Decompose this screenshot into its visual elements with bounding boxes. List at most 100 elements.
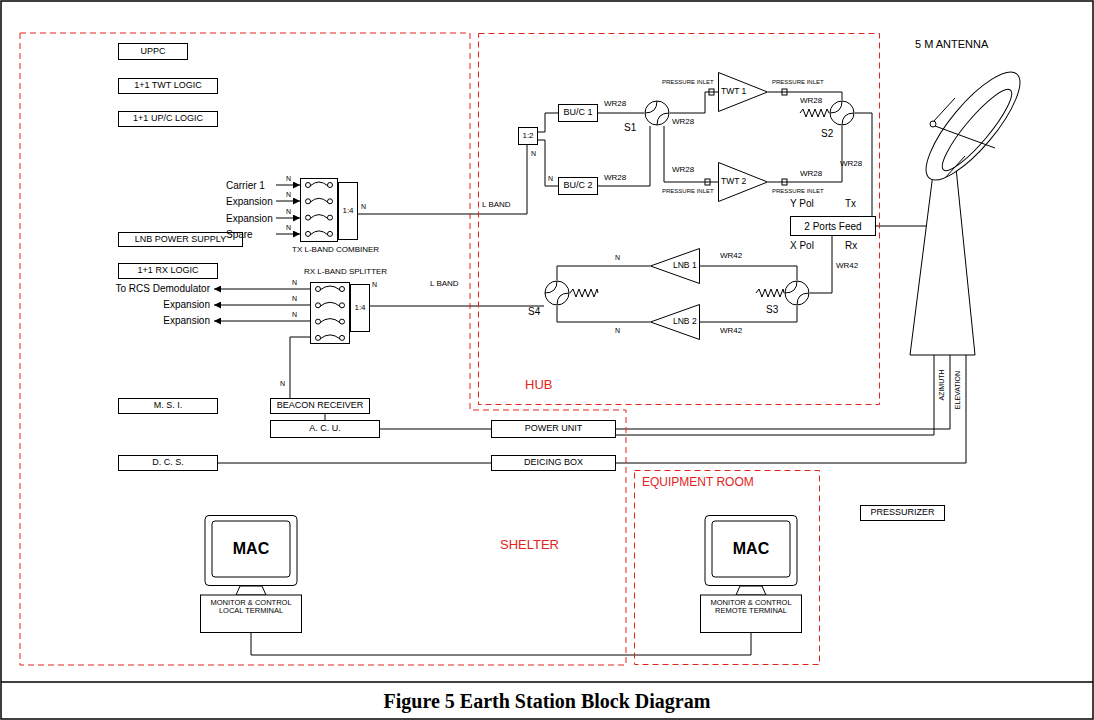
node-label: MAC: [712, 540, 790, 558]
signal-label: Expansion: [163, 315, 210, 326]
signal-label: N: [615, 254, 620, 262]
waveguide-switch: S4: [544, 280, 570, 306]
signal-label: L BAND: [482, 201, 511, 210]
switch-arc: [545, 281, 557, 293]
amplifier-triangle: LNB 1: [650, 248, 700, 284]
node-label: BU/C 2: [563, 181, 592, 191]
pressure-inlets: [705, 89, 787, 185]
signal-label: N: [292, 279, 297, 287]
equipment-box: 1+1 UP/C LOGIC: [118, 111, 218, 127]
switch-contact: [316, 335, 321, 340]
equipment-box: PRESSURIZER: [860, 505, 945, 521]
signal-label: Spare: [226, 229, 253, 240]
connector: [557, 266, 650, 280]
signal-label: AZIMUTH: [938, 369, 946, 400]
signal-label: Carrier 1: [226, 180, 265, 191]
node-label: TWT 1: [721, 87, 746, 96]
switch-contact: [328, 231, 333, 236]
signal-label: N: [531, 150, 536, 158]
monitor-stand: [236, 586, 266, 595]
signal-label: WR28: [800, 170, 822, 179]
node-label: 1:4: [342, 207, 353, 216]
input-arrow: [276, 185, 300, 186]
node-label: 2 Ports Feed: [804, 221, 861, 232]
area-label: SHELTER: [500, 538, 559, 552]
equipment-box: A. C. U.: [270, 420, 380, 438]
monitor-stand: [736, 586, 766, 595]
connector: [358, 145, 527, 214]
signal-label: N: [280, 380, 285, 388]
switch-contact: [316, 287, 321, 292]
node-label: D. C. S.: [152, 458, 184, 468]
signal-label: WR28: [604, 174, 626, 183]
output-arrow: [214, 289, 310, 290]
node-label: POWER UNIT: [525, 424, 583, 434]
equipment-box: 1:4: [338, 182, 358, 240]
node-label: BU/C 1: [563, 108, 592, 118]
connector: [370, 306, 544, 307]
signal-label: Expansion: [163, 299, 210, 310]
equipment-box: 2 Ports Feed: [790, 216, 876, 236]
node-label: 1:2: [522, 132, 533, 141]
control-cable: [616, 355, 934, 435]
node-label: TWT 2: [721, 177, 746, 186]
equipment-box: 1+1 RX LOGIC: [118, 263, 218, 279]
switch-circle: [830, 101, 854, 125]
monitor-case: [705, 516, 797, 586]
switch-blade: [320, 286, 340, 290]
waveguide-switch: S2: [829, 100, 855, 126]
signal-label: N: [286, 224, 291, 232]
dummy-load-coil: [756, 289, 784, 297]
equipment-box: 1:2: [518, 127, 538, 145]
monitor-screen: [212, 521, 290, 577]
signal-label: PRESSURE INLET: [772, 188, 824, 195]
amplifier-outline: [651, 305, 700, 340]
signal-label: ELEVATION: [954, 371, 962, 409]
signal-label: N: [615, 327, 620, 335]
switch-block: [311, 283, 350, 344]
signal-label: WR42: [836, 262, 858, 271]
ant-outline: [885, 38, 1035, 355]
feed-strut: [933, 98, 955, 122]
computer-terminal: MAC MONITOR & CONTROL REMOTE TERMINAL: [700, 515, 802, 633]
switch-contact: [306, 215, 311, 220]
area-label: EQUIPMENT ROOM: [642, 476, 754, 489]
connector: [251, 633, 751, 655]
mac-outline: [200, 515, 302, 633]
signal-label: WR28: [672, 166, 694, 175]
switch-arc: [842, 113, 854, 125]
node-label: MONITOR & CONTROL LOCAL TERMINAL: [202, 599, 300, 616]
signal-label: WR42: [720, 327, 742, 336]
signal-label: PRESSURE INLET: [662, 188, 714, 195]
switch-contact: [306, 199, 311, 204]
monitor-case: [205, 516, 297, 586]
node-label: 1:4: [354, 304, 365, 313]
switch-contact: [306, 231, 311, 236]
node-label: S3: [766, 304, 778, 315]
equipment-box: BU/C 2: [558, 177, 598, 195]
switch-blade: [320, 302, 340, 306]
switch-matrix: RX L-BAND SPLITTER: [310, 282, 350, 344]
switch-arc: [645, 101, 657, 113]
amplifier-triangle: TWT 1: [718, 72, 768, 112]
switch-blade: [310, 182, 328, 186]
switch-contact: [340, 335, 345, 340]
node-label: MONITOR & CONTROL REMOTE TERMINAL: [702, 599, 800, 616]
node-label: S4: [528, 306, 540, 317]
signal-label: N: [372, 281, 377, 289]
dummy-load-coil: [570, 289, 598, 297]
connector: [616, 355, 966, 463]
node-label: LNB POWER SUPPLY: [135, 235, 226, 245]
circ-outline: [829, 100, 855, 126]
signal-label: N: [292, 311, 297, 319]
switch-contact: [316, 319, 321, 324]
switch-blade: [320, 335, 340, 339]
monitor-screen: [712, 521, 790, 577]
equipment-box: LNB POWER SUPPLY: [118, 232, 243, 247]
equipment-box: M. S. I.: [118, 398, 218, 414]
signal-label: X Pol: [790, 240, 814, 251]
connector: [538, 113, 558, 132]
